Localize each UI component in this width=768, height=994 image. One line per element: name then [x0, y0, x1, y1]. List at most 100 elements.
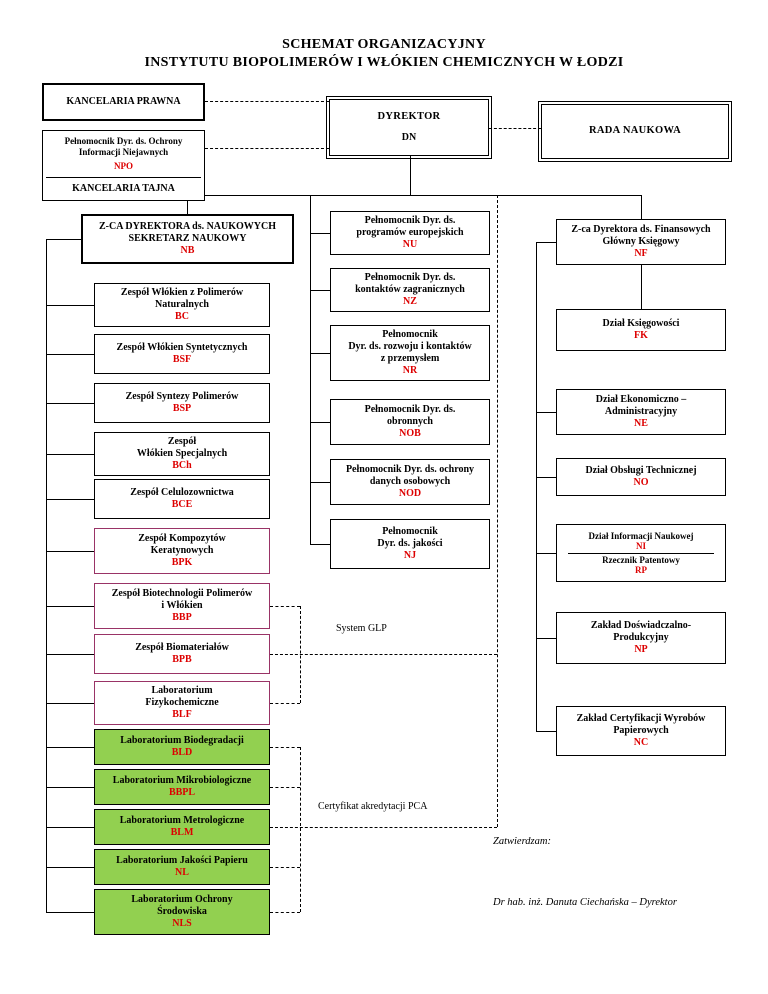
- box-code: BBPL: [168, 787, 196, 798]
- box-bbpl: Laboratorium Mikrobiologiczne BBPL: [94, 769, 270, 805]
- box-nl: Laboratorium Jakości Papieru NL: [94, 849, 270, 885]
- box-bld: Laboratorium Biodegradacji BLD: [94, 729, 270, 765]
- box-title: Dział Informacji Naukowej: [588, 530, 694, 541]
- box-title: Zespół Włókien Specjalnych: [136, 435, 228, 459]
- box-bce: Zespół Celulozownictwa BCE: [94, 479, 270, 519]
- connector-line: [187, 195, 188, 214]
- box-title: Zakład Certyfikacji Wyrobów Papierowych: [576, 712, 706, 736]
- connector-line: [536, 477, 556, 478]
- box-title: Zespół Włókien z Polimerów Naturalnych: [120, 286, 244, 310]
- box-bch: Zespół Włókien Specjalnych BCh: [94, 432, 270, 476]
- box-code: NR: [402, 365, 418, 377]
- box-nf-head: Z-ca Dyrektora ds. Finansowych Główny Ks…: [556, 219, 726, 265]
- box-title: Laboratorium Fizykochemiczne: [145, 684, 219, 708]
- title-line1: SCHEMAT ORGANIZACYJNY: [282, 37, 486, 52]
- box-title: Z-ca Dyrektora ds. Finansowych Główny Ks…: [571, 223, 711, 247]
- box-npo-kancelaria-tajna: Pełnomocnik Dyr. ds. Ochrony Informacji …: [42, 130, 205, 201]
- box-code: BLM: [170, 827, 194, 838]
- box-code: NZ: [403, 296, 417, 308]
- connector-line: [536, 412, 556, 413]
- box-code: NOB: [399, 428, 421, 440]
- connector-line: [410, 156, 411, 195]
- connector-line: [46, 354, 94, 355]
- box-bsp: Zespół Syntezy Polimerów BSP: [94, 383, 270, 423]
- connector-line: [46, 239, 47, 912]
- connector-line-dashed: [205, 101, 329, 102]
- box-title: Pełnomocnik Dyr. ds. obronnych: [364, 403, 456, 427]
- connector-line: [536, 242, 556, 243]
- box-kancelaria-prawna: KANCELARIA PRAWNA: [42, 83, 205, 121]
- box-code: BSP: [172, 403, 192, 414]
- connector-line: [310, 544, 330, 545]
- box-title: Zakład Doświadczalno- Produkcyjny: [590, 619, 692, 643]
- connector-line: [46, 454, 94, 455]
- connector-line: [46, 499, 94, 500]
- box-code: NE: [634, 418, 648, 430]
- connector-line: [46, 239, 81, 240]
- box-title: Zespół Kompozytów Keratynowych: [138, 532, 226, 556]
- box-title: Dział Księgowości: [602, 317, 680, 329]
- box-title: Laboratorium Metrologiczne: [119, 814, 245, 826]
- connector-line: [46, 747, 94, 748]
- box-code: BPK: [171, 557, 193, 569]
- box-title: Z-CA DYREKTORA ds. NAUKOWYCH SEKRETARZ N…: [98, 220, 277, 244]
- box-title: Pełnomocnik Dyr. ds. Ochrony Informacji …: [64, 135, 183, 157]
- box-code: NP: [634, 644, 648, 656]
- box-bpk: Zespół Kompozytów Keratynowych BPK: [94, 528, 270, 574]
- box-title: Pełnomocnik Dyr. ds. jakości: [377, 525, 443, 549]
- box-bc: Zespół Włókien z Polimerów Naturalnych B…: [94, 283, 270, 327]
- box-nod: Pełnomocnik Dyr. ds. ochrony danych osob…: [330, 459, 490, 505]
- box-nj: Pełnomocnik Dyr. ds. jakości NJ: [330, 519, 490, 569]
- box-bbp: Zespół Biotechnologii Polimerów i Włókie…: [94, 583, 270, 629]
- box-title: Pełnomocnik Dyr. ds. ochrony danych osob…: [345, 463, 475, 487]
- connector-line: [46, 912, 94, 913]
- connector-line-dashed: [270, 703, 300, 704]
- connector-line: [310, 482, 330, 483]
- box-title: Laboratorium Ochrony Środowiska: [131, 893, 233, 917]
- box-code: BCh: [172, 460, 192, 472]
- connector-line-dashed: [300, 747, 301, 912]
- connector-line: [641, 265, 642, 309]
- box-np: Zakład Doświadczalno- Produkcyjny NP: [556, 612, 726, 664]
- box-nr: Pełnomocnik Dyr. ds. rozwoju i kontaktów…: [330, 325, 490, 381]
- box-code: BC: [175, 311, 189, 323]
- box-nob: Pełnomocnik Dyr. ds. obronnych NOB: [330, 399, 490, 445]
- box-title: Dział Ekonomiczno – Administracyjny: [595, 393, 687, 417]
- note-zatwierdzam: Zatwierdzam:: [493, 836, 551, 847]
- box-ne: Dział Ekonomiczno – Administracyjny NE: [556, 389, 726, 435]
- box-code: BPB: [172, 654, 192, 665]
- box-code: NLS: [172, 918, 192, 930]
- connector-line: [46, 867, 94, 868]
- box-title: Zespół Syntezy Polimerów: [125, 390, 239, 402]
- note-signature: Dr hab. inż. Danuta Ciechańska – Dyrekto…: [493, 897, 677, 908]
- box-code: DN: [401, 132, 417, 144]
- connector-line: [46, 827, 94, 828]
- box-code: NO: [633, 477, 649, 488]
- connector-line-dashed: [300, 606, 301, 703]
- box-title: Zespół Biomateriałów: [135, 641, 229, 653]
- box-title: Laboratorium Mikrobiologiczne: [112, 774, 252, 786]
- connector-line: [310, 353, 330, 354]
- title-line2: INSTYTUTU BIOPOLIMERÓW I WŁÓKIEN CHEMICZ…: [144, 54, 624, 70]
- box-title: Laboratorium Jakości Papieru: [116, 854, 248, 866]
- connector-line-dashed: [270, 606, 300, 607]
- box-code: NC: [633, 737, 649, 749]
- connector-line: [310, 290, 330, 291]
- box-code: BLF: [172, 709, 192, 721]
- box-title: Rzecznik Patentowy: [602, 554, 680, 565]
- connector-line: [46, 551, 94, 552]
- box-title: Laboratorium Biodegradacji: [120, 734, 244, 746]
- box-bpb: Zespół Biomateriałów BPB: [94, 634, 270, 674]
- connector-line-dashed: [497, 195, 498, 827]
- box-code: NI: [635, 541, 646, 552]
- connector-line: [46, 787, 94, 788]
- box-code: BCE: [171, 499, 193, 510]
- box-title: KANCELARIA TAJNA: [72, 182, 175, 194]
- box-bsf: Zespół Włókien Syntetycznych BSF: [94, 334, 270, 374]
- box-fk: Dział Księgowości FK: [556, 309, 726, 351]
- connector-line: [536, 731, 556, 732]
- connector-line: [536, 638, 556, 639]
- box-code: BBP: [172, 612, 192, 624]
- box-nc: Zakład Certyfikacji Wyrobów Papierowych …: [556, 706, 726, 756]
- connector-line: [46, 403, 94, 404]
